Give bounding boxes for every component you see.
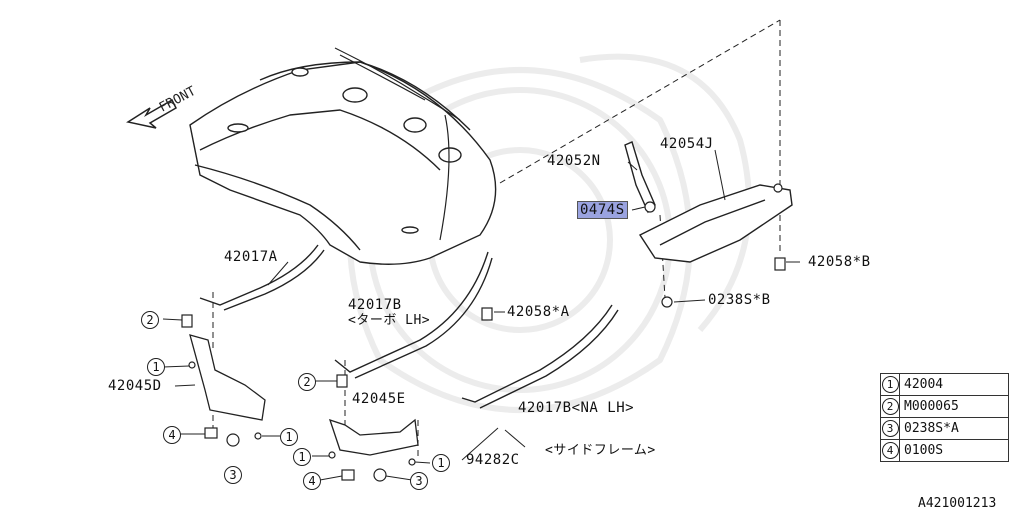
callout-1: 1 [432, 454, 450, 472]
side-frame-note: <サイドフレーム> [545, 443, 656, 458]
legend-row: 1 42004 [880, 373, 1009, 396]
watermark-emblem [347, 53, 752, 413]
part-label-42045E: 42045E [352, 391, 406, 407]
part-label-42058A: 42058*A [507, 304, 570, 320]
legend-row: 3 0238S*A [880, 417, 1009, 440]
bracket-42045D [189, 334, 266, 421]
callout-2: 2 [298, 373, 316, 391]
bracket-42045E [328, 418, 419, 456]
part-label-0474S-highlighted[interactable]: 0474S [577, 201, 628, 219]
legend-value: M000065 [899, 395, 1009, 418]
leader-lines [162, 149, 800, 481]
part-label-42017B-turbo: 42017B [348, 297, 402, 313]
fuel-lines [334, 47, 461, 241]
bolts [181, 183, 786, 482]
legend-num: 2 [881, 398, 899, 415]
diagram-reference-code: A421001213 [918, 496, 997, 511]
turbo-lh-note: <ターボ LH> [348, 313, 431, 328]
callout-4: 4 [303, 472, 321, 490]
fuel-tank [189, 61, 497, 265]
legend-num: 4 [881, 442, 899, 459]
legend-value: 0100S [899, 439, 1009, 462]
legend-row: 2 M000065 [880, 395, 1009, 418]
legend-value: 0238S*A [899, 417, 1009, 440]
part-label-94282C: 94282C [466, 452, 520, 468]
legend-num: 1 [881, 376, 899, 393]
callout-2: 2 [141, 311, 159, 329]
legend-num: 3 [881, 420, 899, 437]
part-label-42017A: 42017A [224, 249, 278, 265]
callout-1: 1 [293, 448, 311, 466]
part-label-42054J: 42054J [660, 136, 714, 152]
legend-value: 42004 [899, 373, 1009, 396]
tank-straps [199, 244, 619, 409]
part-label-42017B-na: 42017B<NA LH> [518, 400, 635, 416]
callout-legend-table: 1 42004 2 M000065 3 0238S*A 4 0100S [880, 373, 1009, 462]
callout-3: 3 [224, 466, 242, 484]
callout-1: 1 [280, 428, 298, 446]
legend-row: 4 0100S [880, 439, 1009, 462]
part-label-42052N: 42052N [547, 153, 601, 169]
front-arrow-icon [126, 98, 177, 129]
part-label-0238SB: 0238S*B [708, 292, 771, 308]
callout-3: 3 [410, 472, 428, 490]
part-label-42045D: 42045D [108, 378, 162, 394]
callout-4: 4 [163, 426, 181, 444]
front-label: FRONT [157, 84, 199, 116]
part-label-42058B: 42058*B [808, 254, 871, 270]
callout-1: 1 [147, 358, 165, 376]
heat-shield [638, 184, 793, 263]
